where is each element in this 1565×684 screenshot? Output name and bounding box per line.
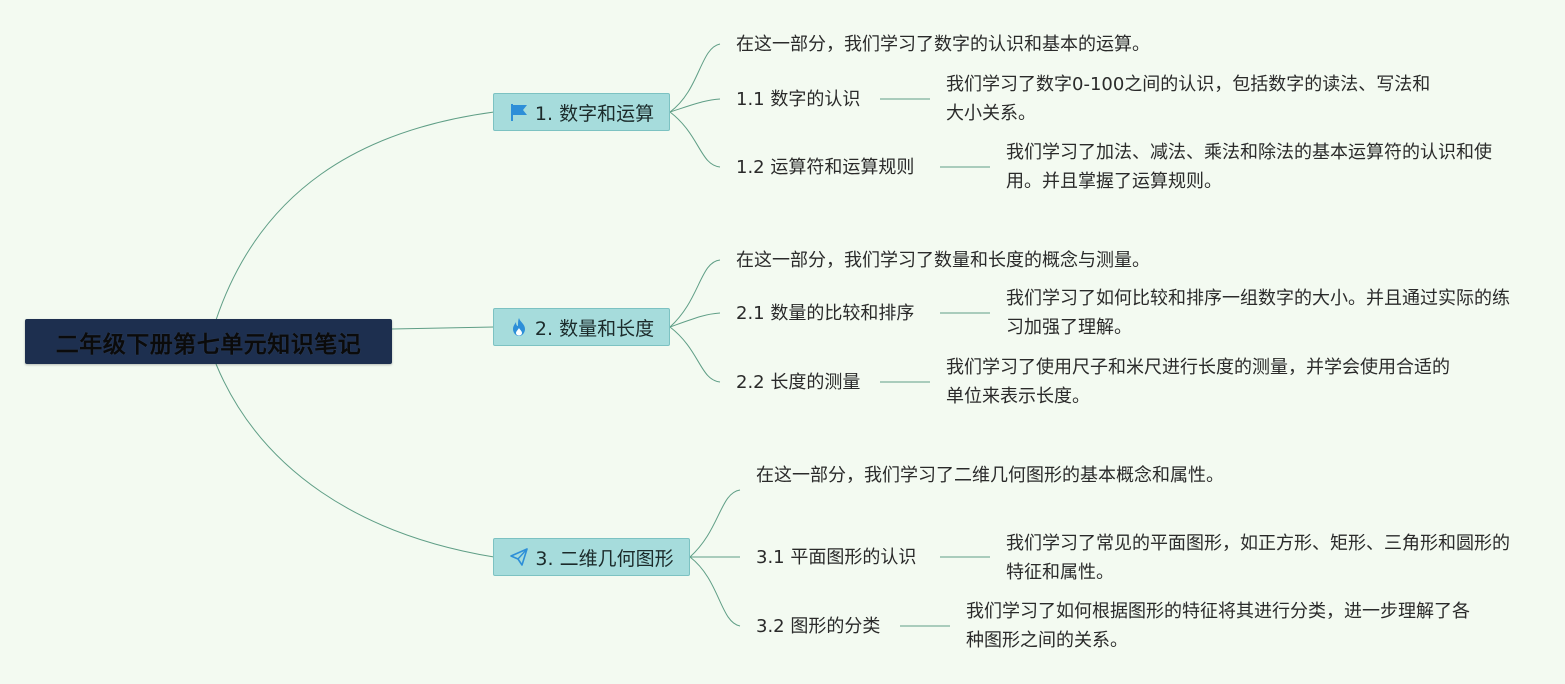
paper-plane-icon	[510, 548, 529, 566]
fire-icon	[512, 318, 525, 336]
subtopic-2-1[interactable]: 2.1 数量的比较和排序	[736, 303, 915, 324]
subtopic-3-2-detail[interactable]: 我们学习了如何根据图形的特征将其进行分类，进一步理解了各种图形之间的关系。	[966, 601, 1470, 651]
subtopic-3-1-detail[interactable]: 我们学习了常见的平面图形，如正方形、矩形、三角形和圆形的特征和属性。	[1006, 533, 1510, 583]
flag-icon	[510, 104, 527, 121]
topic-3-intro[interactable]: 在这一部分，我们学习了二维几何图形的基本概念和属性。	[756, 465, 1224, 486]
subtopic-3-2[interactable]: 3.2 图形的分类	[756, 616, 881, 637]
link-t1-intro	[669, 43, 721, 113]
subtopic-1-2[interactable]: 1.2 运算符和运算规则	[736, 157, 915, 178]
subtopic-2-2-detail[interactable]: 我们学习了使用尺子和米尺进行长度的测量，并学会使用合适的单位来表示长度。	[946, 357, 1450, 407]
subtopic-3-1[interactable]: 3.1 平面图形的认识	[756, 547, 917, 568]
topic-2-intro[interactable]: 在这一部分，我们学习了数量和长度的概念与测量。	[736, 250, 1150, 271]
topic-node-3[interactable]: 3. 二维几何图形	[493, 538, 690, 576]
topic-label: 1. 数字和运算	[534, 102, 655, 125]
topic-label: 2. 数量和长度	[534, 317, 655, 340]
subtopic-1-2-detail[interactable]: 我们学习了加法、减法、乘法和除法的基本运算符的认识和使用。并且掌握了运算规则。	[1006, 142, 1492, 192]
topic-node-2[interactable]: 2. 数量和长度	[493, 308, 670, 346]
link-t1-s1	[669, 98, 721, 113]
link-t3-intro	[689, 489, 741, 558]
root-node[interactable]: 二年级下册第七单元知识笔记	[25, 319, 392, 364]
link-root-topic-3	[215, 363, 495, 558]
subtopic-2-1-detail[interactable]: 我们学习了如何比较和排序一组数字的大小。并且通过实际的练习加强了理解。	[1006, 288, 1510, 338]
link-t2-intro	[669, 259, 721, 328]
link-t3-s2	[689, 556, 741, 627]
link-t2-s2	[669, 326, 721, 383]
subtopic-1-1-detail[interactable]: 我们学习了数字0-100之间的认识，包括数字的读法、写法和大小关系。	[946, 74, 1431, 124]
link-root-topic-1	[215, 111, 495, 321]
subtopic-2-2[interactable]: 2.2 长度的测量	[736, 372, 861, 393]
topic-node-1[interactable]: 1. 数字和运算	[493, 93, 670, 131]
topic-1-intro[interactable]: 在这一部分，我们学习了数字的认识和基本的运算。	[736, 34, 1150, 55]
subtopic-1-1[interactable]: 1.1 数字的认识	[736, 89, 861, 110]
link-t2-s1	[669, 312, 721, 328]
link-t1-s2	[669, 111, 721, 168]
root-title: 二年级下册第七单元知识笔记	[55, 331, 362, 358]
topic-label: 3. 二维几何图形	[535, 547, 674, 570]
link-root-topic-2	[391, 326, 495, 330]
